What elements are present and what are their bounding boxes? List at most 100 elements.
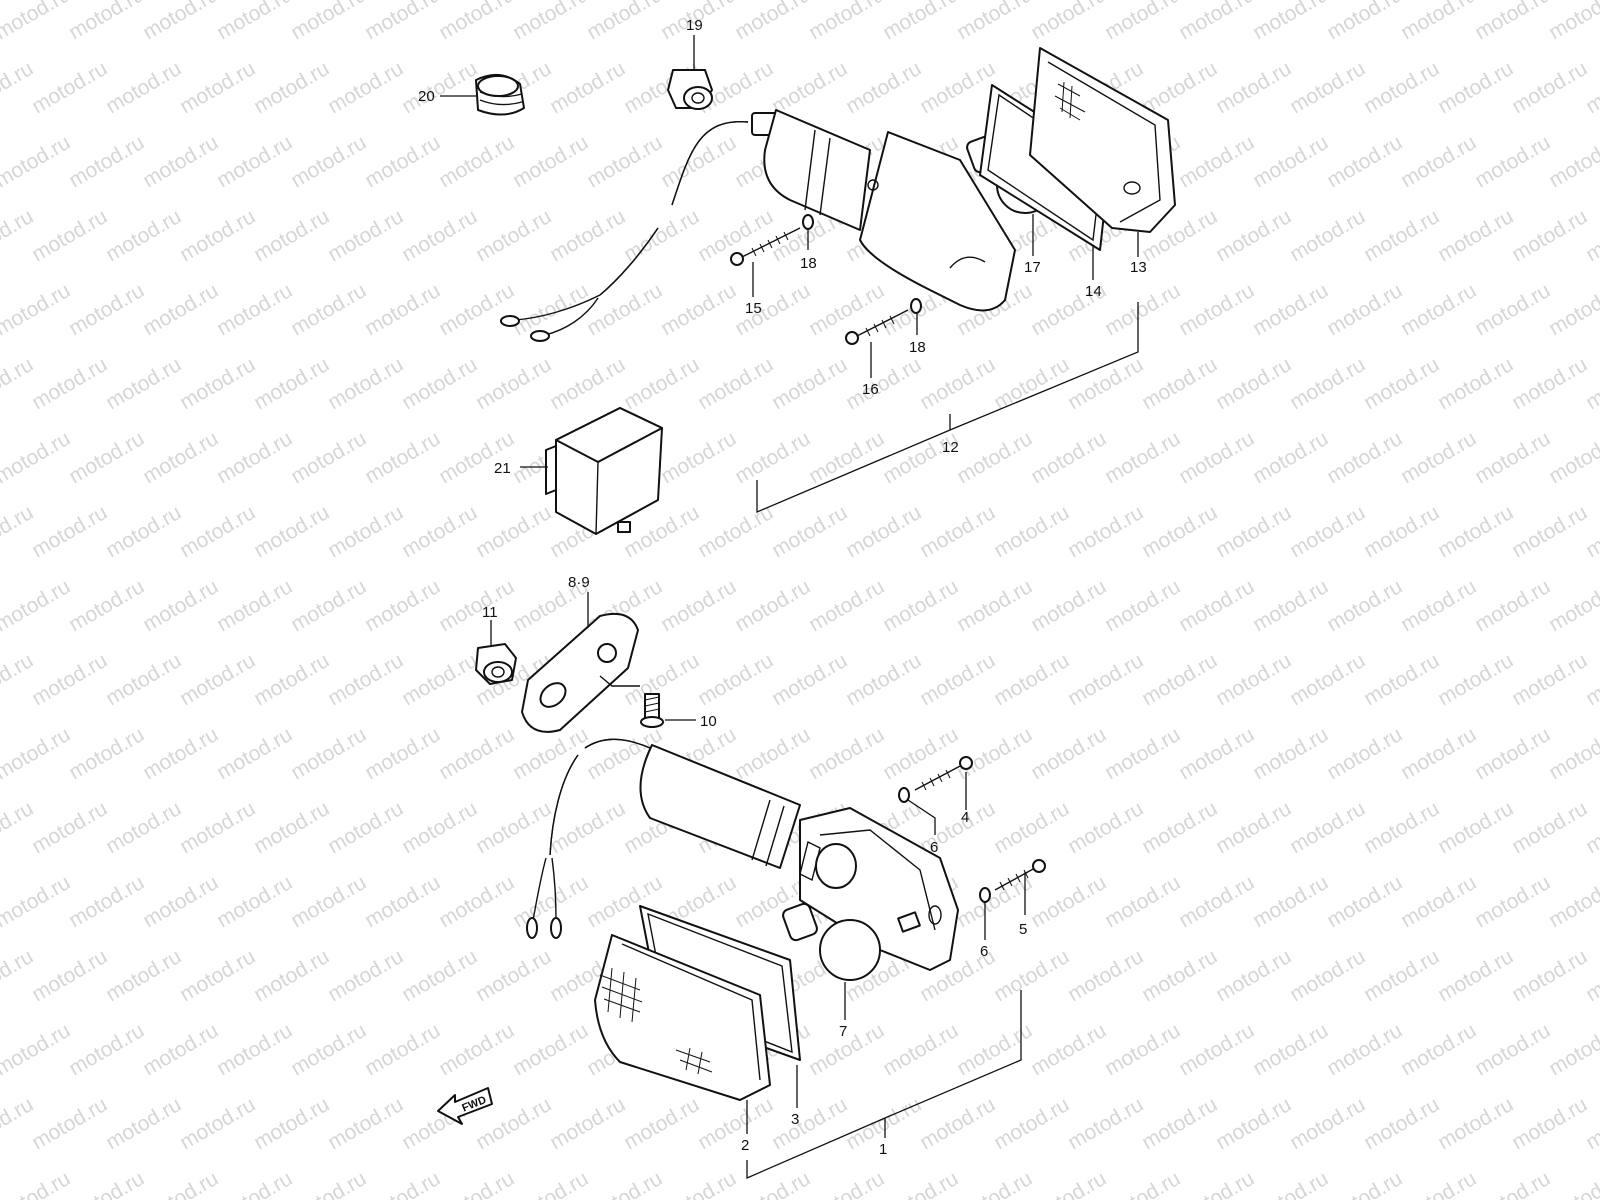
watermark-text: motod.ru (0, 131, 74, 192)
screw-5 (994, 859, 1046, 891)
watermark-text: motod.ru (990, 797, 1073, 858)
watermark-text: motod.ru (1175, 723, 1258, 784)
watermark-text: motod.ru (0, 279, 74, 340)
watermark-text: motod.ru (435, 0, 518, 44)
watermark-text: motod.ru (805, 279, 888, 340)
watermark-text: motod.ru (805, 427, 888, 488)
callout-8-9: 8·9 (568, 574, 590, 591)
watermark-text: motod.ru (916, 353, 999, 414)
watermark-text: motod.ru (0, 1167, 74, 1200)
watermark-text: motod.ru (1138, 1093, 1221, 1154)
bolt-10 (640, 693, 664, 728)
watermark-text: motod.ru (324, 1093, 407, 1154)
front-turn-signal-assembly (526, 738, 1046, 1101)
watermark-text: motod.ru (546, 797, 629, 858)
watermark-text: motod.ru (102, 797, 185, 858)
watermark-text: motod.ru (1175, 0, 1258, 44)
watermark-text: motod.ru (657, 131, 740, 192)
watermark-text: motod.ru (1064, 1093, 1147, 1154)
watermark-text: motod.ru (1027, 575, 1110, 636)
watermark-text: motod.ru (472, 205, 555, 266)
watermark-text: motod.ru (139, 427, 222, 488)
callout-21: 21 (494, 460, 511, 477)
watermark-text: motod.ru (842, 501, 925, 562)
watermark-text: motod.ru (139, 131, 222, 192)
watermark-text: motod.ru (916, 797, 999, 858)
watermark-text: motod.ru (1286, 649, 1369, 710)
watermark-text: motod.ru (435, 871, 518, 932)
watermark-text: motod.ru (1508, 797, 1591, 858)
watermark-text: motod.ru (0, 575, 74, 636)
watermark-text: motod.ru (1101, 575, 1184, 636)
watermark-text: motod.ru (0, 1019, 74, 1080)
watermark-text: motod.ru (1360, 945, 1443, 1006)
callout-18b: 18 (909, 339, 926, 356)
watermark-text: motod.ru (1101, 427, 1184, 488)
watermark-text: motod.ru (657, 279, 740, 340)
watermark-text: motod.ru (1249, 131, 1332, 192)
watermark-text: motod.ru (1545, 1019, 1600, 1080)
watermark-text: motod.ru (0, 649, 37, 710)
watermark-text: motod.ru (1397, 1167, 1480, 1200)
watermark-text: motod.ru (953, 575, 1036, 636)
watermark-text: motod.ru (1175, 427, 1258, 488)
rear-turn-signal-assembly (500, 47, 1176, 345)
watermark-text: motod.ru (1508, 353, 1591, 414)
watermark-text: motod.ru (398, 57, 481, 118)
watermark-text: motod.ru (213, 1019, 296, 1080)
watermark-text: motod.ru (0, 427, 74, 488)
watermark-text: motod.ru (1027, 1019, 1110, 1080)
watermark-text: motod.ru (1027, 0, 1110, 44)
watermark-text: motod.ru (324, 797, 407, 858)
watermark-text: motod.ru (213, 0, 296, 44)
watermark-text: motod.ru (435, 723, 518, 784)
watermark-text: motod.ru (1249, 0, 1332, 44)
callout-17: 17 (1024, 259, 1041, 276)
watermark-text: motod.ru (287, 427, 370, 488)
watermark-text: motod.ru (990, 945, 1073, 1006)
leader-lines (440, 35, 1139, 1179)
watermark-text: motod.ru (1471, 427, 1554, 488)
watermark-text: motod.ru (139, 1019, 222, 1080)
watermark-text: motod.ru (398, 649, 481, 710)
watermark-text: motod.ru (509, 1167, 592, 1200)
watermark-text: motod.ru (361, 131, 444, 192)
watermark-text: motod.ru (953, 0, 1036, 44)
callout-13: 13 (1130, 259, 1147, 276)
watermark-text: motod.ru (176, 353, 259, 414)
watermark-text: motod.ru (28, 945, 111, 1006)
watermark-text: motod.ru (1545, 0, 1600, 44)
watermark-text: motod.ru (361, 427, 444, 488)
watermark-text: motod.ru (620, 1093, 703, 1154)
watermark-text: motod.ru (1434, 1093, 1517, 1154)
washer-18a (802, 214, 814, 230)
watermark-text: motod.ru (65, 0, 148, 44)
watermark-text: motod.ru (213, 575, 296, 636)
watermark-text: motod.ru (1323, 1167, 1406, 1200)
watermark-text: motod.ru (731, 575, 814, 636)
watermark-text: motod.ru (546, 205, 629, 266)
watermark-text: motod.ru (1434, 353, 1517, 414)
watermark-text: motod.ru (361, 0, 444, 44)
watermark-text: motod.ru (1064, 353, 1147, 414)
watermark-text: motod.ru (1027, 871, 1110, 932)
watermark-text: motod.ru (1212, 205, 1295, 266)
watermark-text: motod.ru (102, 945, 185, 1006)
watermark-text: motod.ru (657, 1167, 740, 1200)
watermark-text: motod.ru (1212, 797, 1295, 858)
watermark-text: motod.ru (287, 131, 370, 192)
watermark-text: motod.ru (65, 871, 148, 932)
callout-3: 3 (791, 1111, 799, 1128)
watermark-text: motod.ru (546, 57, 629, 118)
watermark-text: motod.ru (1212, 1093, 1295, 1154)
watermark-text: motod.ru (1323, 723, 1406, 784)
watermark-text: motod.ru (1471, 1019, 1554, 1080)
front-signal-stem (639, 744, 801, 869)
watermark-text: motod.ru (361, 279, 444, 340)
watermark-text: motod.ru (694, 1093, 777, 1154)
watermark-text: motod.ru (176, 945, 259, 1006)
watermark-text: motod.ru (1360, 57, 1443, 118)
watermark-text: motod.ru (879, 0, 962, 44)
watermark-text: motod.ru (1101, 0, 1184, 44)
watermark-text: motod.ru (1175, 575, 1258, 636)
